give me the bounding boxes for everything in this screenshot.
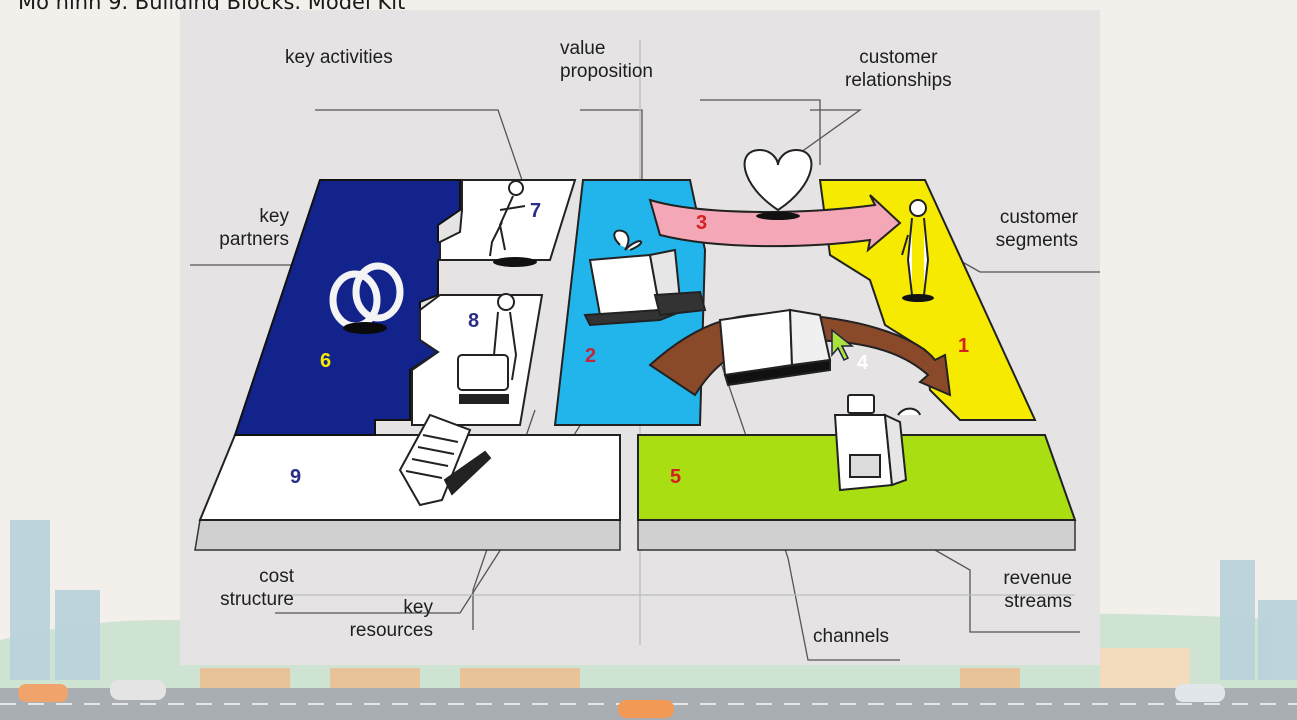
block-number-8: 8: [468, 310, 480, 332]
block-number-3: 3: [696, 212, 708, 234]
block-number-9: 9: [290, 466, 302, 488]
block-number-5: 5: [670, 466, 682, 488]
block-number-4: 4: [857, 352, 869, 374]
worker-person-icon: [457, 293, 518, 404]
block-6-key-partners: [233, 179, 463, 436]
truck-icon: [718, 308, 832, 387]
label-value-proposition: value proposition: [560, 38, 653, 82]
business-model-canvas-diagram: 1 2 3 4 5 6 7 8 9 key activities value p…: [180, 10, 1100, 665]
label-customer-relationships: customer relationships: [845, 47, 952, 91]
label-revenue-streams: revenue streams: [1003, 568, 1072, 612]
label-key-activities: key activities: [285, 47, 393, 68]
rings-icon: [329, 262, 404, 334]
contract-document-icon: [398, 413, 492, 507]
block-number-1: 1: [958, 335, 970, 357]
label-key-resources: key resources: [349, 597, 433, 641]
label-key-partners: key partners: [219, 206, 289, 250]
mouse-cursor-icon: [831, 328, 855, 362]
label-cost-structure: cost structure: [220, 566, 294, 610]
heart-icon: [743, 148, 813, 220]
canvas-illustration: [190, 40, 1100, 661]
digging-person-icon: [489, 180, 537, 267]
block-number-7: 7: [530, 200, 542, 222]
label-customer-segments: customer segments: [995, 207, 1078, 251]
block-3-customer-relationships: [648, 194, 902, 253]
cash-register-icon: [833, 394, 921, 492]
standing-person-icon: [901, 199, 934, 302]
block-number-2: 2: [585, 345, 597, 367]
label-channels: channels: [813, 626, 890, 647]
gift-box-icon: [583, 229, 707, 327]
block-number-6: 6: [320, 350, 332, 372]
